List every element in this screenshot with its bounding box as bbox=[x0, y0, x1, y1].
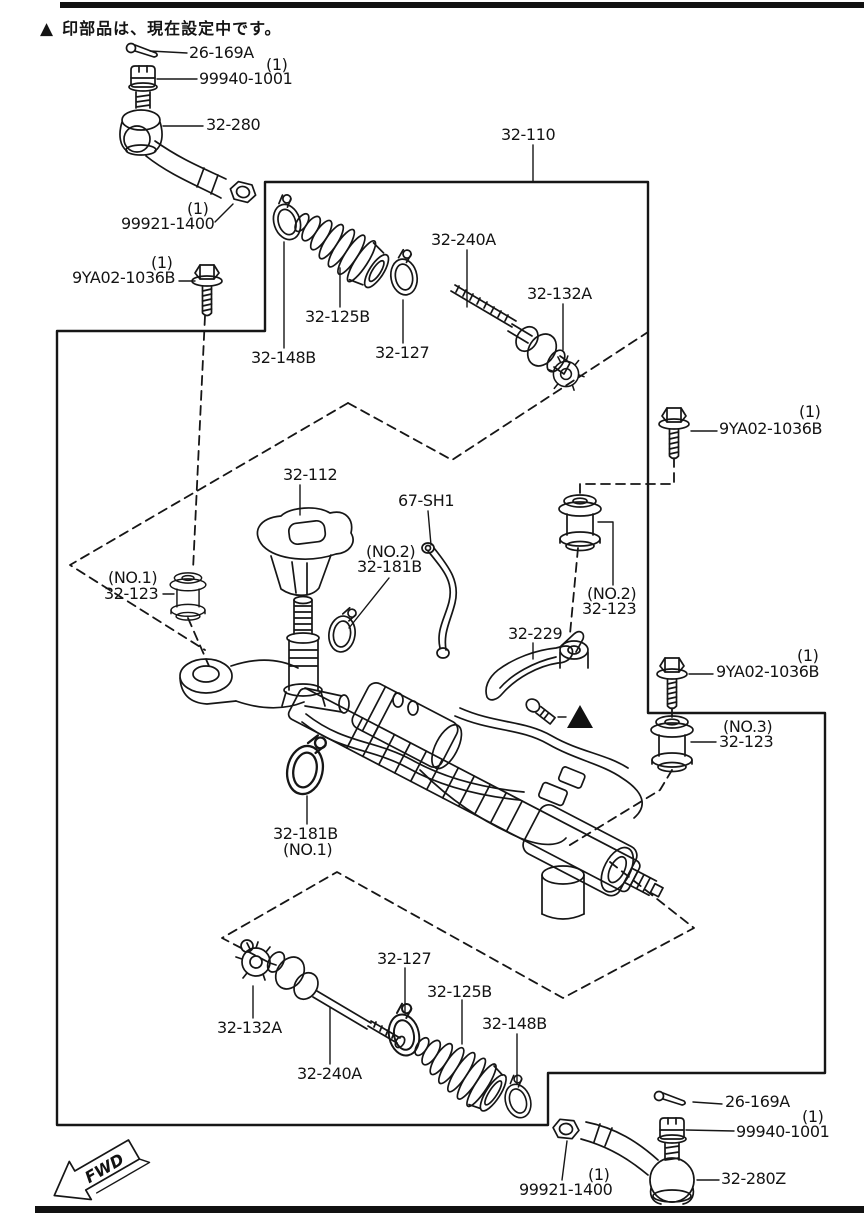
callout-bushing-no2: 32-123 bbox=[582, 599, 637, 618]
assembly-box-outline bbox=[55, 180, 827, 1127]
harness-67sh1-drawing bbox=[421, 542, 458, 659]
callout-clamp-lower-small: 32-127 bbox=[377, 949, 432, 968]
callout-harness-67sh1: 67-SH1 bbox=[398, 491, 455, 510]
callout-boot-lower: 32-125B bbox=[427, 982, 492, 1001]
callout-clamp-lower-large: 32-148B bbox=[482, 1014, 547, 1033]
leader-lines bbox=[149, 50, 735, 1181]
callout-lock-nut-lower-qty: (1) bbox=[588, 1165, 610, 1184]
fwd-arrow: FWD bbox=[53, 1139, 151, 1201]
bushing-no1-drawing bbox=[169, 572, 207, 621]
callout-bushing-no2-note: (NO.2) bbox=[587, 584, 637, 603]
callout-lock-nut-upper: 99921-1400 bbox=[121, 214, 215, 233]
callout-mount-bolt-left: 9YA02-1036B bbox=[72, 268, 176, 287]
hose-clamp-no1-drawing bbox=[281, 729, 331, 799]
bracket-32229-drawing bbox=[485, 630, 585, 725]
callout-cotter-pin-upper: 26-169A bbox=[189, 43, 254, 62]
top-rule bbox=[60, 2, 864, 8]
callout-inner-tie-rod-upper: 32-240A bbox=[431, 230, 496, 249]
callout-hose-clamp-no2-note: (NO.2) bbox=[366, 542, 416, 561]
header-note-text: 印部品は、現在設定中です。 bbox=[62, 19, 282, 38]
callout-cotter-pin-lower: 26-169A bbox=[725, 1092, 790, 1111]
inner-tie-rod-upper-drawing bbox=[450, 284, 585, 391]
triangle-marker-icon: ▲ bbox=[40, 19, 55, 39]
callout-castle-nut-lower-qty: (1) bbox=[802, 1107, 824, 1126]
callout-hose-clamp-no1-note: (NO.1) bbox=[283, 840, 333, 859]
callout-mount-bolt-right1: 9YA02-1036B bbox=[719, 419, 823, 438]
inner-tie-rod-lower-drawing bbox=[235, 939, 406, 1049]
callout-castle-nut-upper-qty: (1) bbox=[266, 55, 288, 74]
callout-lock-nut-lower: 99921-1400 bbox=[519, 1180, 613, 1199]
setting-part-triangle bbox=[567, 705, 593, 728]
callout-mount-bolt-left-qty: (1) bbox=[151, 253, 173, 272]
callout-bushing-no3: 32-123 bbox=[719, 732, 774, 751]
callout-hose-clamp-no1: 32-181B bbox=[273, 824, 338, 843]
callout-dust-cover: 32-112 bbox=[283, 465, 338, 484]
callout-outer-tie-rod-upper: 32-280 bbox=[206, 115, 261, 134]
callout-outer-tie-rod-lower: 32-280Z bbox=[721, 1169, 786, 1188]
callout-hose-clamp-no2: 32-181B bbox=[357, 557, 422, 576]
callout-clamp-upper-large: 32-148B bbox=[251, 348, 316, 367]
callout-castle-nut-lower: 99940-1001 bbox=[736, 1122, 830, 1141]
callout-clamp-upper-small: 32-127 bbox=[375, 343, 430, 362]
bottom-rule bbox=[35, 1206, 864, 1213]
boot-lower-drawing bbox=[381, 1000, 536, 1122]
outer-tie-rod-upper-drawing bbox=[119, 42, 259, 205]
callout-bracket: 32-229 bbox=[508, 624, 563, 643]
steering-gear-drawing bbox=[179, 595, 664, 920]
callout-gear-assembly: 32-110 bbox=[501, 125, 556, 144]
callout-mount-bolt-right2: 9YA02-1036B bbox=[716, 662, 820, 681]
mount-bolt-right1-drawing bbox=[658, 407, 690, 460]
fwd-arrow-label: FWD bbox=[81, 1150, 127, 1187]
callout-bushing-no3-note: (NO.3) bbox=[723, 717, 773, 736]
callout-lock-washer-upper: 32-132A bbox=[527, 284, 592, 303]
callout-lock-nut-upper-qty: (1) bbox=[187, 199, 209, 218]
callout-mount-bolt-right2-qty: (1) bbox=[797, 646, 819, 665]
callout-castle-nut-upper: 99940-1001 bbox=[199, 69, 293, 88]
bushing-no2-drawing bbox=[558, 494, 602, 552]
dashed-alignment-lines bbox=[69, 315, 695, 999]
callout-bushing-no1-note: (NO.1) bbox=[108, 568, 158, 587]
callout-lock-washer-lower: 32-132A bbox=[217, 1018, 282, 1037]
outer-tie-rod-lower-drawing bbox=[551, 1090, 695, 1205]
callout-inner-tie-rod-lower: 32-240A bbox=[297, 1064, 362, 1083]
dust-cover-drawing bbox=[256, 507, 354, 597]
bushing-no3-drawing bbox=[650, 715, 694, 773]
callout-mount-bolt-right1-qty: (1) bbox=[799, 402, 821, 421]
mount-bolt-left-drawing bbox=[191, 264, 223, 317]
callout-bushing-no1: 32-123 bbox=[104, 584, 159, 603]
mount-bolt-right2-drawing bbox=[656, 657, 688, 710]
boot-upper-drawing bbox=[265, 191, 421, 298]
hose-clamp-no2-drawing bbox=[325, 604, 360, 655]
header-note: ▲ 印部品は、現在設定中です。 bbox=[40, 15, 281, 39]
callout-boot-upper: 32-125B bbox=[305, 307, 370, 326]
